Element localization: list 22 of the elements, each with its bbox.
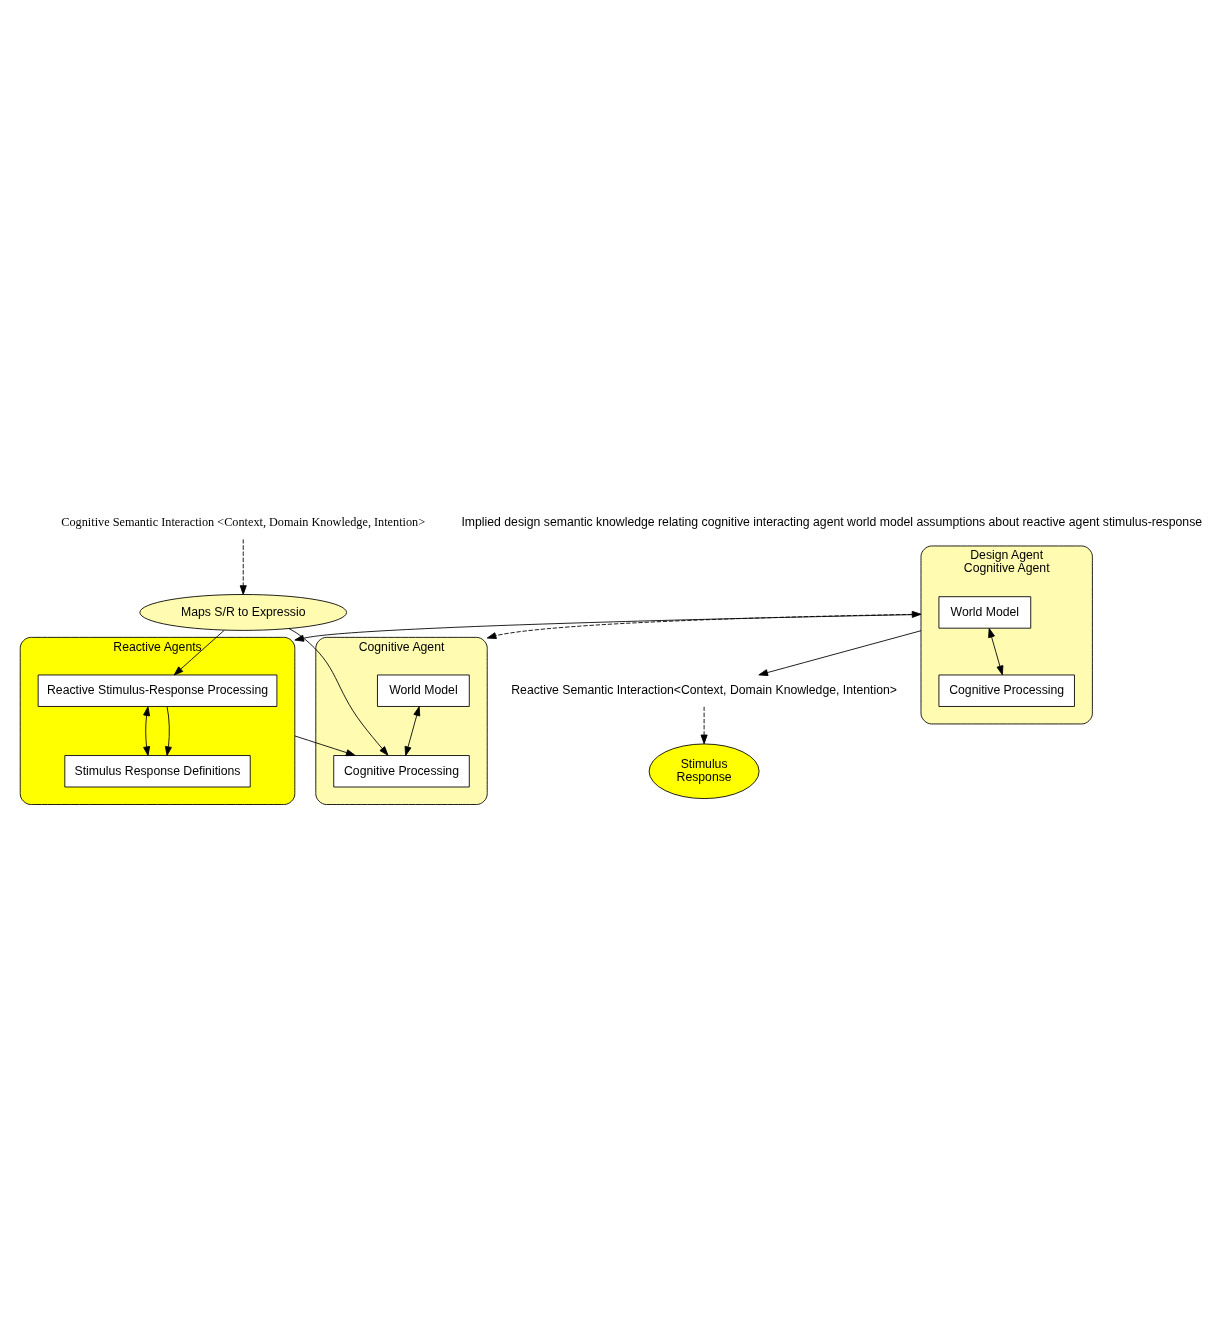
node-box: Reactive Stimulus-Response Processing bbox=[37, 674, 278, 707]
arrow bbox=[239, 538, 247, 595]
arrow bbox=[988, 627, 1004, 675]
node-text: Cognitive Semantic Interaction <Context, Domain Knowledge, Intention> bbox=[61, 514, 426, 529]
arrow bbox=[294, 735, 356, 756]
arrow bbox=[164, 705, 172, 756]
node-box: Cognitive Processing bbox=[333, 754, 470, 787]
node-text: Reactive Semantic Interaction<Context, Domain Knowledge, Intention> bbox=[511, 682, 897, 697]
arrow bbox=[143, 705, 151, 756]
node-ellipse: Maps S/R to Expressio bbox=[139, 593, 347, 631]
label: Implied design semantic knowledge relating cognitive interacting agent world model assumptions about reactive agent stimulus-response bbox=[461, 514, 1203, 529]
node-ellipse: Stimulus Response bbox=[648, 743, 760, 799]
arrow bbox=[758, 629, 922, 676]
arrow bbox=[294, 613, 922, 642]
node-box: Cognitive Processing bbox=[938, 674, 1075, 707]
node-box: Stimulus Response Definitions bbox=[64, 754, 251, 787]
arrow bbox=[700, 705, 708, 744]
arrow bbox=[173, 629, 225, 675]
arrow bbox=[288, 627, 389, 756]
arrow bbox=[404, 705, 421, 756]
node-box: World Model bbox=[377, 674, 470, 707]
node-box: World Model bbox=[938, 595, 1032, 629]
